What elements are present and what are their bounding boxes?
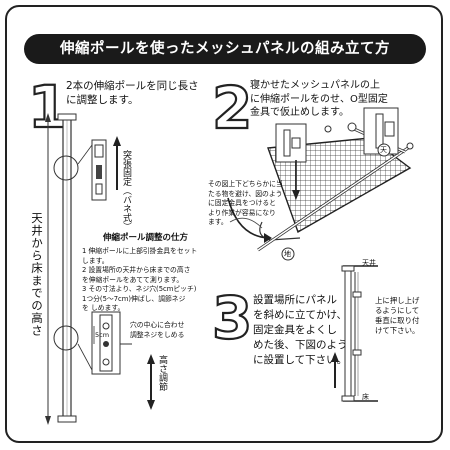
- howto-text: 1 伸縮ポールに上部引掛金具をセット します。 2 設置場所の天井から床までの高…: [82, 247, 198, 312]
- step-3-text: 設置場所にパネル を斜めに立てかけ、 固定金具をよくし めた後、下図のよう に設…: [253, 294, 348, 366]
- height-adjust-label: 高さ調節: [157, 355, 167, 391]
- instruction-sheet: [5, 5, 443, 443]
- step-3-number: 3: [211, 284, 254, 352]
- pitch-label: 5cm: [95, 331, 110, 339]
- ten-label: 天: [380, 146, 387, 154]
- ji-label: 地: [284, 250, 291, 258]
- step-1-text: 2本の伸縮ポールを同じ長さ に調整します。: [66, 80, 199, 106]
- step-3-side-note: 上に押し上げ るようにして 垂直に取り付 けて下さい。: [375, 296, 420, 335]
- page-title: 伸縮ポールを使ったメッシュパネルの組み立て方: [24, 34, 426, 64]
- step-2-note: その図上下どちらかに当 たる物を避け、図のよう に固定金具をつけると より作業が…: [208, 180, 283, 226]
- step-2-text: 寝かせたメッシュパネルの上 に伸縮ポールをのせ、O型固定 金具で仮止めします。: [250, 80, 388, 118]
- hole-note: 穴の中心に合わせ 調整ネジをしめる: [130, 321, 185, 339]
- step-2-number: 2: [211, 74, 254, 142]
- ceiling-label: 天井: [362, 259, 376, 267]
- spring-fix-label: 突張固定（バネ式）: [121, 150, 131, 231]
- howto-title: 伸縮ポール調整の仕方: [103, 233, 189, 243]
- height-label: 天井から床までの高さ: [30, 212, 44, 337]
- floor-label: 床: [362, 393, 369, 401]
